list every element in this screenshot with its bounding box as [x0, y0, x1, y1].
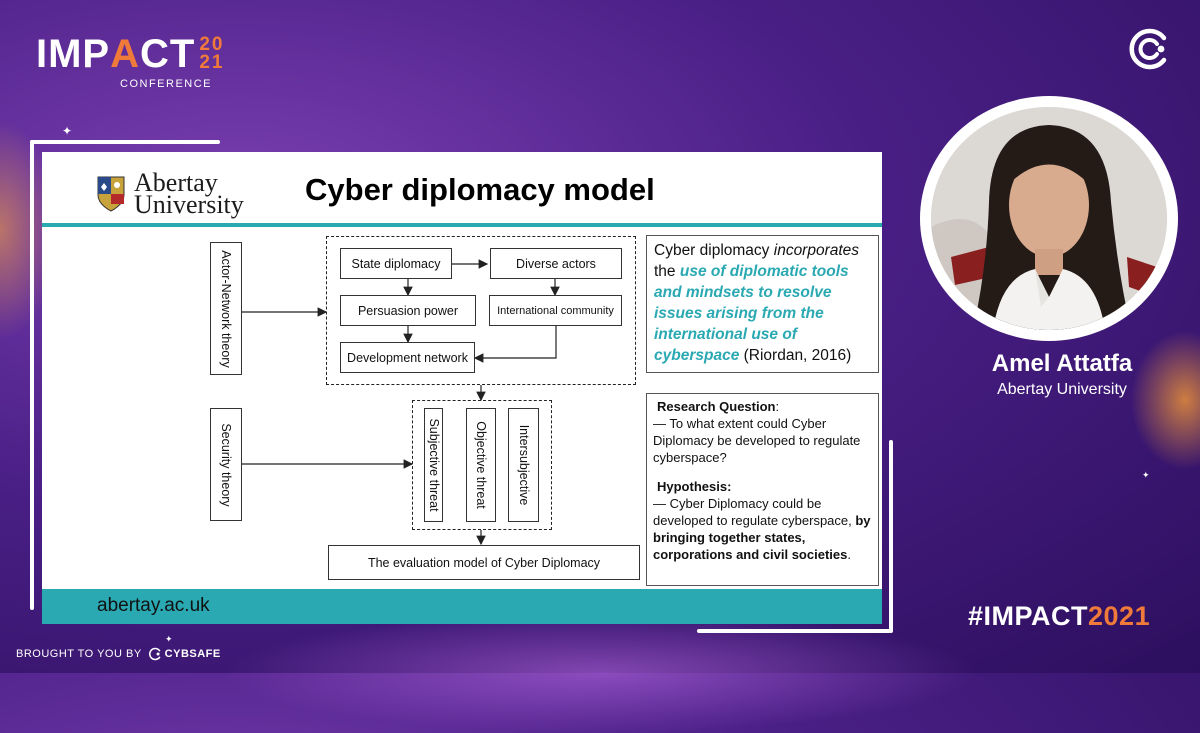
definition-emphasis: incorporates [773, 242, 860, 259]
security-theory-box: Security theory [210, 408, 242, 521]
actor-network-theory-label: Actor-Network theory [219, 249, 233, 368]
brought-by-label: BROUGHT TO YOU BY [16, 648, 142, 660]
sparkle-icon: ✦ [1142, 470, 1150, 480]
logo-accent-letter: A [110, 32, 141, 76]
speaker-organization: Abertay University [997, 381, 1127, 398]
university-name-line2: University [134, 190, 244, 219]
definition-text: Cyber diplomacy [654, 242, 774, 259]
speaker-video [931, 107, 1167, 330]
university-crest-icon [97, 176, 125, 212]
sparkle-icon: ✦ [165, 634, 173, 644]
objective-threat-label: Objective threat [474, 421, 488, 509]
diverse-actors-box: Diverse actors [490, 248, 622, 279]
hashtag-year: 2021 [1088, 601, 1151, 631]
frame-line [889, 440, 893, 633]
sponsor-credit: BROUGHT TO YOU BY CYBSAFE [16, 647, 221, 661]
hashtag-prefix: #IMPACT [968, 601, 1089, 631]
security-theory-label: Security theory [219, 422, 233, 507]
sponsor-name: CYBSAFE [164, 648, 221, 660]
cybsafe-logo-icon [148, 647, 160, 661]
sponsor-logo: CYBSAFE [148, 647, 221, 661]
actor-network-theory-box: Actor-Network theory [210, 242, 242, 375]
subjective-threat-box: Subjective threat [424, 408, 443, 522]
definition-citation: (Riordan, 2016) [739, 347, 852, 364]
hypothesis-label: Hypothesis: [657, 479, 732, 494]
speaker-name: Amel Attatfa [991, 350, 1133, 377]
presentation-slide: Abertay University Cyber diplomacy model… [42, 152, 882, 624]
logo-word-rest: CT [140, 32, 196, 76]
state-diplomacy-box: State diplomacy [340, 248, 452, 279]
frame-line [30, 140, 34, 610]
logo-year-bottom: 21 [199, 52, 225, 73]
definition-text: the [654, 263, 680, 280]
sparkle-icon: ✦ [62, 124, 73, 138]
definition-box: Cyber diplomacy incorporates the use of … [646, 235, 879, 373]
intersubjective-label: Intersubjective [516, 424, 531, 506]
event-hashtag: #IMPACT2021 [968, 601, 1150, 632]
intersubjective-box: Intersubjective [508, 408, 539, 522]
evaluation-model-box: The evaluation model of Cyber Diplomacy [328, 545, 640, 580]
hypothesis-end: . [847, 547, 851, 562]
logo-subtitle: CONFERENCE [120, 78, 213, 90]
hypothesis-text: — Cyber Diplomacy could be developed to … [653, 496, 856, 528]
definition-highlight: use of diplomatic tools and mindsets to … [654, 263, 849, 364]
university-logo: Abertay University [96, 168, 244, 219]
logo-word: IMP [36, 32, 111, 76]
slide-title: Cyber diplomacy model [305, 172, 655, 207]
threat-group-dashed [412, 400, 552, 530]
diagram-arrows [242, 259, 560, 546]
slide-footer: abertay.ac.uk [42, 589, 882, 624]
background-glow-right [1130, 330, 1200, 470]
persuasion-power-box: Persuasion power [340, 295, 476, 326]
research-question-colon: : [775, 399, 780, 414]
university-name-line1: Abertay [134, 168, 218, 197]
hypothesis-bold-text: by bringing together states, corporation… [653, 513, 871, 562]
objective-threat-box: Objective threat [466, 408, 496, 522]
speaker-avatar [931, 107, 1167, 330]
diplomacy-group-dashed [326, 236, 636, 385]
research-question-text: — To what extent could Cyber Diplomacy b… [653, 416, 861, 465]
subjective-threat-label: Subjective threat [426, 418, 441, 512]
logo-year-top: 20 [199, 34, 225, 55]
slide-header: Abertay University Cyber diplomacy model [42, 152, 882, 226]
cybsafe-logo-icon [1129, 28, 1167, 70]
research-question-box: Research Question: — To what extent coul… [646, 393, 879, 586]
slide-divider [42, 223, 882, 227]
international-community-box: International community [489, 295, 622, 326]
frame-line [697, 629, 891, 633]
frame-line [30, 140, 220, 144]
development-network-box: Development network [340, 342, 475, 373]
footer-url: abertay.ac.uk [97, 595, 210, 616]
research-question-label: Research Question [657, 399, 776, 414]
